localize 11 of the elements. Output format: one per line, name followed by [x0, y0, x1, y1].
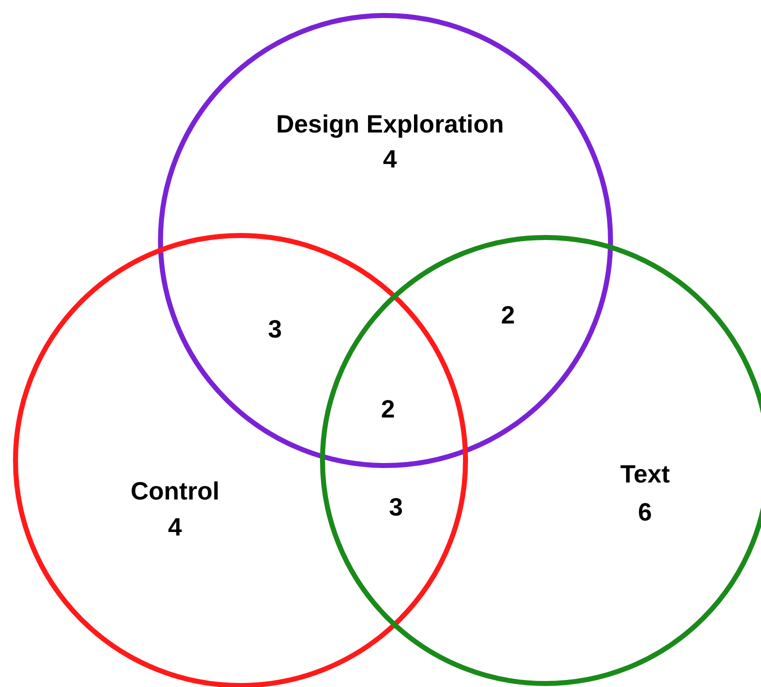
region-count: 3 — [268, 316, 282, 344]
count-label: 4 — [168, 514, 182, 542]
set-label: Text — [620, 461, 670, 489]
count-label: 4 — [383, 146, 397, 174]
count-label: 6 — [638, 499, 652, 527]
venn-circle — [158, 12, 612, 468]
set-label: Control — [130, 478, 220, 506]
region-count: 2 — [501, 302, 515, 330]
region-count: 2 — [381, 396, 395, 424]
region-count: 3 — [389, 494, 403, 522]
set-label: Design Exploration — [276, 111, 504, 139]
